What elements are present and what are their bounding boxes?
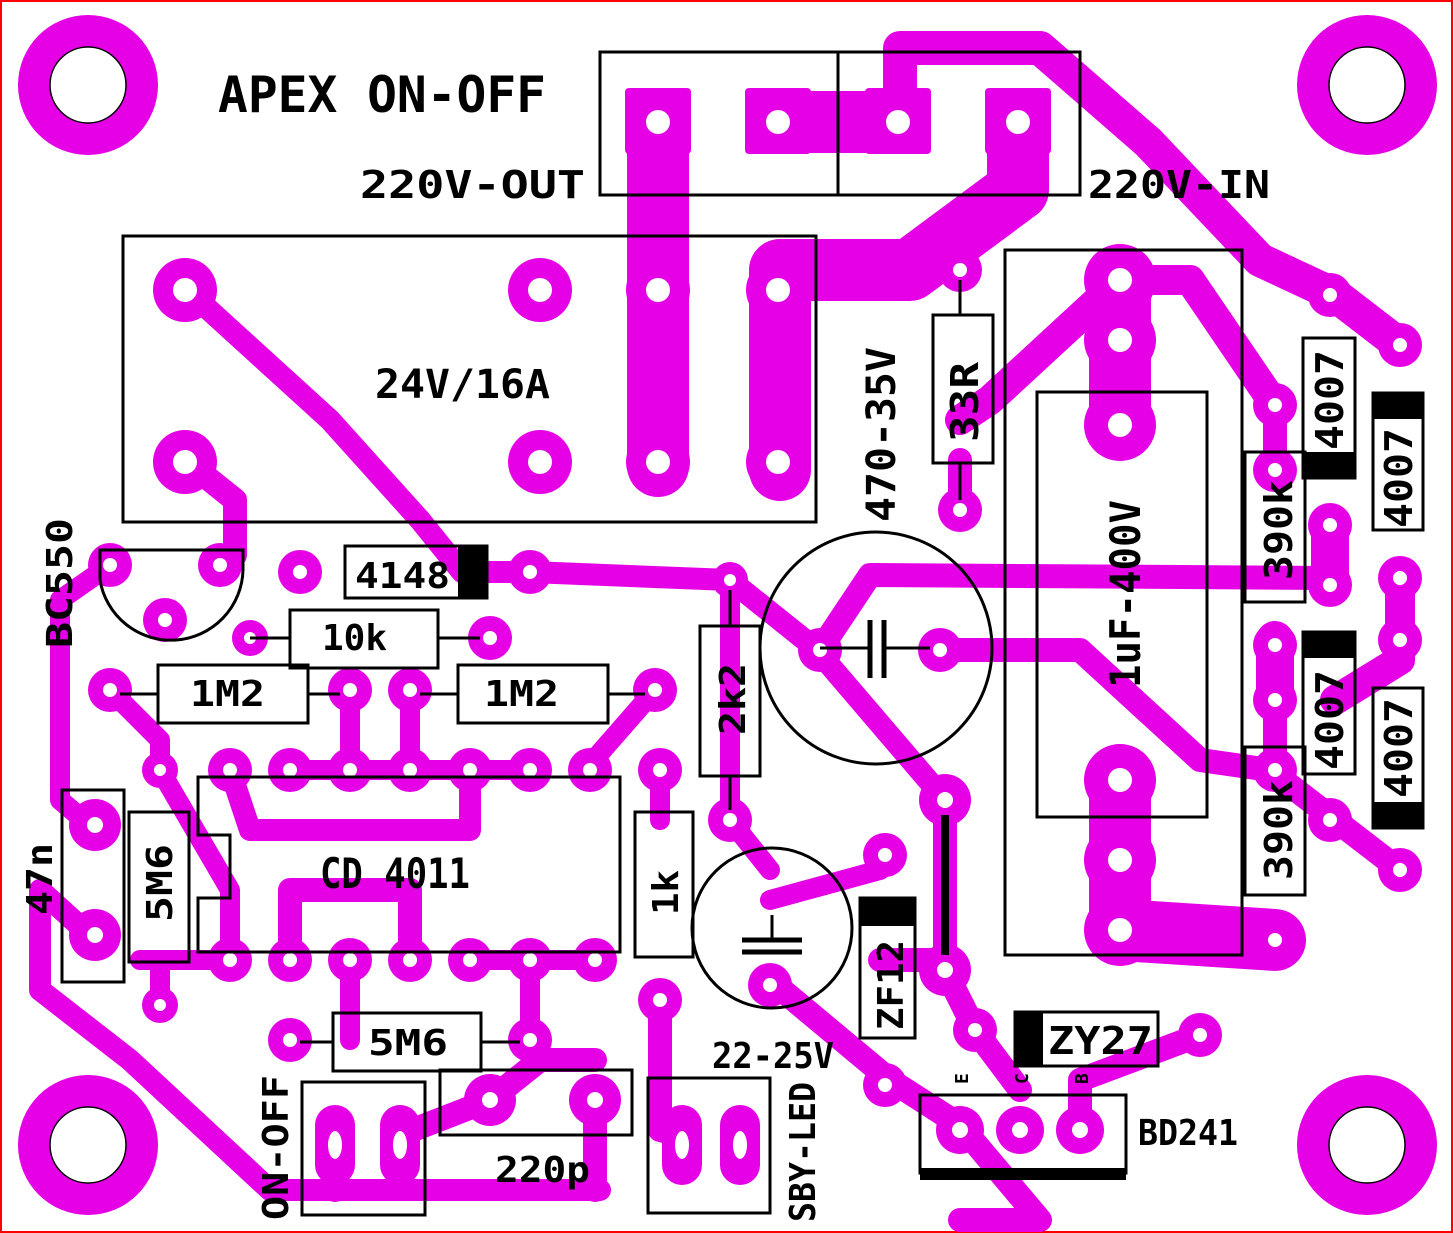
label-bc550: BC550 [40, 518, 81, 648]
label-22-25v: 22-25V [712, 1036, 834, 1077]
label-5m6-vertical: 5M6 [140, 844, 181, 922]
pad-holes [49, 46, 1406, 1184]
label-220v-out: 220V-OUT [360, 163, 585, 207]
label-1m2-b: 1M2 [484, 674, 559, 715]
label-4007-d: 4007 [1377, 698, 1421, 798]
label-4007-a: 4007 [1308, 350, 1352, 450]
label-cd4011: CD 4011 [320, 849, 470, 898]
label-390k-a: 390k [1257, 480, 1301, 580]
label-pin-b: B [1072, 1073, 1093, 1084]
label-4007-c: 4007 [1308, 670, 1352, 770]
label-4148: 4148 [355, 556, 450, 597]
label-zf12: ZF12 [871, 940, 912, 1030]
board-title: APEX ON-OFF [218, 66, 546, 124]
pad-drills [87, 110, 1407, 1159]
label-220p: 220p [495, 1150, 590, 1191]
label-1m2-a: 1M2 [190, 674, 265, 715]
labels: APEX ON-OFF 220V-OUT 220V-IN 24V/16A 470… [20, 66, 1421, 1222]
label-zy27: ZY27 [1048, 1019, 1153, 1063]
label-47n: 47n [20, 843, 61, 915]
label-4007-b: 4007 [1377, 428, 1421, 528]
label-5m6-horizontal: 5M6 [368, 1023, 448, 1064]
label-2k2: 2k2 [713, 663, 754, 735]
label-relay: 24V/16A [375, 362, 550, 408]
label-10k: 10k [322, 618, 387, 659]
label-470-35v: 470-35V [859, 347, 905, 522]
label-pin-c: C [1012, 1073, 1033, 1084]
label-pin-e: E [952, 1073, 973, 1084]
label-on-off: ON-OFF [256, 1075, 297, 1220]
label-1uf-400v: 1uF-400V [1101, 500, 1150, 688]
label-sby-led: SBY-LED [783, 1082, 824, 1222]
label-220v-in: 220V-IN [1088, 163, 1270, 207]
silkscreen [60, 50, 1425, 1217]
label-390k-b: 390k [1257, 780, 1301, 880]
label-1k: 1k [646, 870, 687, 915]
label-bd241: BD241 [1138, 1113, 1238, 1154]
label-33r: 33R [943, 362, 987, 442]
